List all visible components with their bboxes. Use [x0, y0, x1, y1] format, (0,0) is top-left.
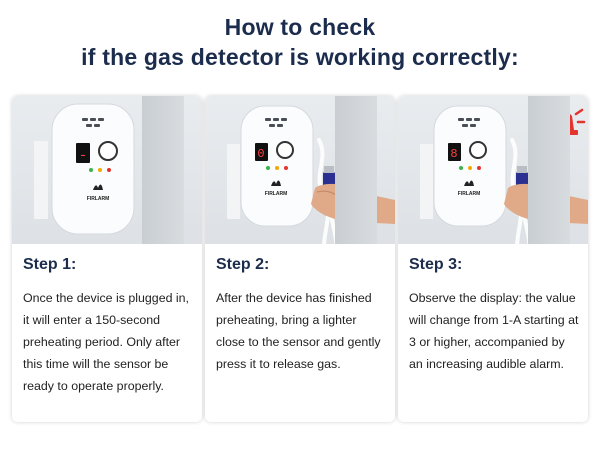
step-3-label: Step 3:: [409, 256, 463, 273]
step-2-label: Step 2:: [216, 256, 270, 273]
brand-label: FIRLARM: [458, 191, 481, 197]
display-readout: 8: [450, 147, 457, 161]
step-2-photo: 0 FIRLARM: [205, 96, 395, 244]
step-1-photo: FIRLARM -: [12, 96, 202, 244]
step-1-description: Once the device is plugged in, it will e…: [23, 291, 190, 393]
step-card-1: FIRLARM - Step 1: Once the device is plu…: [12, 96, 202, 422]
step-3-photo: 8 FIRLARM: [398, 96, 588, 244]
step-1-label: Step 1:: [23, 256, 77, 273]
step-3-description: Observe the display: the value will chan…: [409, 291, 579, 371]
step-2-description: After the device has finished preheating…: [216, 291, 381, 371]
gas-detector-illustration: FIRLARM -: [34, 103, 135, 235]
brand-label: FIRLARM: [265, 191, 288, 197]
title-line-2: if the gas detector is working correctly…: [81, 44, 519, 70]
page-title: How to check if the gas detector is work…: [0, 12, 600, 72]
display-readout: 0: [257, 147, 264, 161]
step-card-3: 8 FIRLARM Step 3: Observe the: [398, 96, 588, 422]
brand-label: FIRLARM: [87, 196, 110, 202]
display-readout: -: [79, 148, 87, 164]
title-line-1: How to check: [224, 14, 376, 40]
step-card-2: 0 FIRLARM Step 2: After the device has f…: [205, 96, 395, 422]
